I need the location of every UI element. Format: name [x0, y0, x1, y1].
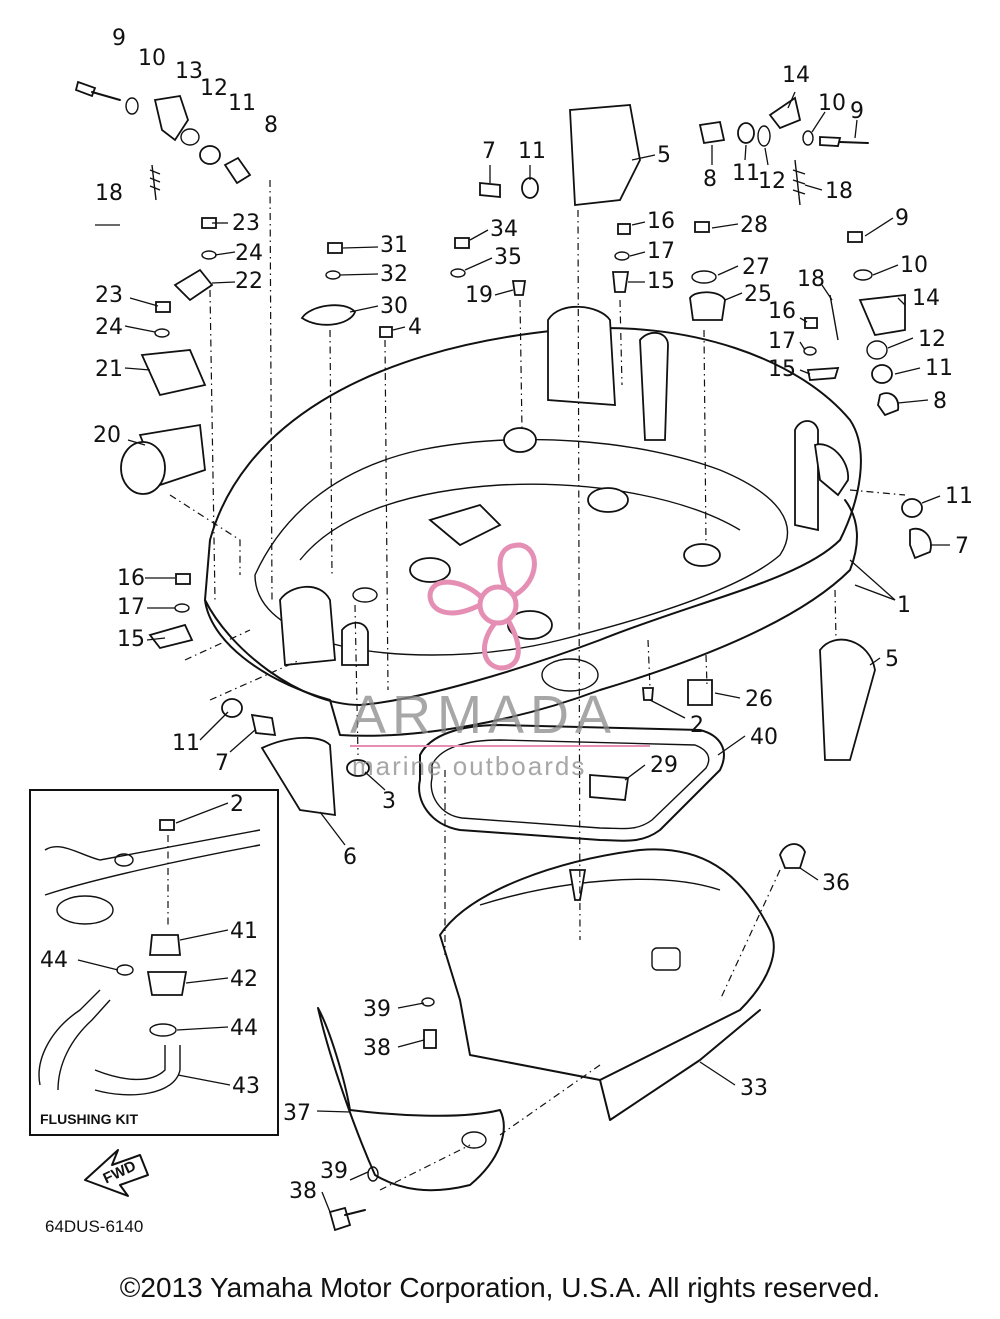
callout-16: 16	[117, 566, 145, 591]
callout-9: 9	[112, 26, 126, 51]
callout-15: 15	[117, 627, 145, 652]
callout-23: 23	[232, 211, 260, 236]
callout-27: 27	[742, 255, 770, 280]
callout-6: 6	[343, 845, 357, 870]
callout-17: 17	[117, 595, 145, 620]
callout-30: 30	[380, 294, 408, 319]
callout-7: 7	[955, 534, 969, 559]
callout-29: 29	[650, 753, 678, 778]
callout-8: 8	[264, 113, 278, 138]
callout-41: 41	[230, 919, 258, 944]
fwd-arrow: FWD	[84, 1149, 149, 1197]
propeller-logo-icon	[427, 542, 537, 671]
leader-lines	[77, 91, 950, 1213]
small-parts	[74, 80, 932, 1232]
callout-40: 40	[750, 725, 778, 750]
callout-43: 43	[232, 1074, 260, 1099]
callout-24: 24	[95, 315, 123, 340]
callout-14: 14	[912, 286, 940, 311]
watermark: ARMADA marine outboards	[350, 542, 650, 781]
callout-33: 33	[740, 1076, 768, 1101]
callout-12: 12	[200, 76, 228, 101]
callout-34: 34	[490, 217, 518, 242]
callout-7: 7	[215, 751, 229, 776]
watermark-tagline: marine outboards	[352, 751, 586, 781]
assembly-lines	[167, 179, 906, 1191]
callout-18: 18	[797, 267, 825, 292]
callout-11: 11	[518, 139, 546, 164]
callout-16: 16	[647, 209, 675, 234]
callout-35: 35	[494, 245, 522, 270]
callout-17: 17	[768, 329, 796, 354]
callout-8: 8	[703, 167, 717, 192]
callout-28: 28	[740, 213, 768, 238]
watermark-brand: ARMADA	[350, 685, 617, 745]
callout-13: 13	[175, 59, 203, 84]
callout-17: 17	[647, 239, 675, 264]
callout-24: 24	[235, 241, 263, 266]
copyright-notice: ©2013 Yamaha Motor Corporation, U.S.A. A…	[119, 1272, 881, 1303]
callout-12: 12	[918, 327, 946, 352]
callout-44: 44	[230, 1016, 258, 1041]
callout-44: 44	[40, 948, 68, 973]
flushing-kit-inset: FLUSHING KIT	[29, 789, 279, 1136]
side-cover	[317, 1007, 505, 1192]
callout-11: 11	[925, 356, 953, 381]
callout-15: 15	[647, 269, 675, 294]
callout-11: 11	[228, 91, 256, 116]
callout-4: 4	[408, 315, 422, 340]
callout-36: 36	[822, 871, 850, 896]
callout-11: 11	[945, 484, 973, 509]
callout-20: 20	[93, 423, 121, 448]
callout-22: 22	[235, 269, 263, 294]
mount-frame	[418, 724, 725, 842]
callout-11: 11	[172, 731, 200, 756]
callout-21: 21	[95, 357, 123, 382]
diagram-code: 64DUS-6140	[45, 1217, 143, 1236]
callout-2: 2	[230, 792, 244, 817]
callout-25: 25	[744, 282, 772, 307]
callout-19: 19	[465, 283, 493, 308]
callout-8: 8	[933, 389, 947, 414]
callout-38: 38	[363, 1036, 391, 1061]
callout-12: 12	[758, 169, 786, 194]
callout-14: 14	[782, 63, 810, 88]
callout-37: 37	[283, 1101, 311, 1126]
callout-11: 11	[732, 161, 760, 186]
callout-31: 31	[380, 233, 408, 258]
callout-10: 10	[900, 253, 928, 278]
bottom-cowling	[204, 305, 862, 737]
callout-9: 9	[850, 99, 864, 124]
callout-26: 26	[745, 687, 773, 712]
callouts: 9 10 13 12 11 8 18 23 24 22 23 24 21 20 …	[40, 26, 973, 1204]
callout-32: 32	[380, 262, 408, 287]
callout-23: 23	[95, 283, 123, 308]
lower-cover	[439, 848, 775, 1121]
callout-39: 39	[363, 997, 391, 1022]
callout-2: 2	[690, 713, 704, 738]
callout-39: 39	[320, 1159, 348, 1184]
callout-16: 16	[768, 299, 796, 324]
callout-10: 10	[818, 91, 846, 116]
callout-10: 10	[138, 46, 166, 71]
callout-3: 3	[382, 789, 396, 814]
flushing-kit-title: FLUSHING KIT	[40, 1111, 138, 1127]
callout-5: 5	[885, 647, 899, 672]
callout-42: 42	[230, 967, 258, 992]
callout-9: 9	[895, 206, 909, 231]
callout-7: 7	[482, 139, 496, 164]
callout-1: 1	[897, 593, 911, 618]
callout-15: 15	[768, 357, 796, 382]
callout-18: 18	[95, 181, 123, 206]
callout-38: 38	[289, 1179, 317, 1204]
callout-5: 5	[657, 143, 671, 168]
callout-18: 18	[825, 179, 853, 204]
